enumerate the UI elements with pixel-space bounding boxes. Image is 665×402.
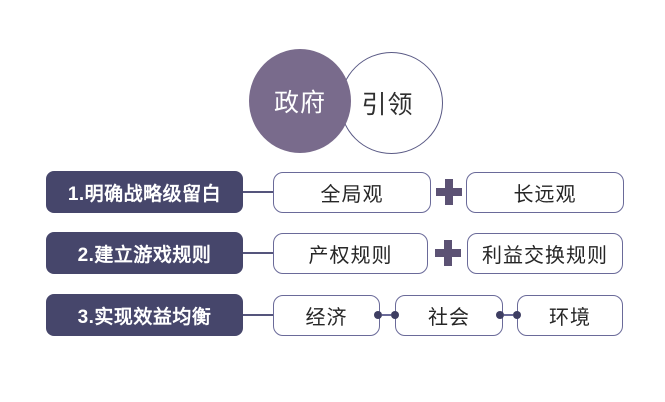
- dot-link-connector: [496, 311, 521, 319]
- dot-icon: [374, 311, 382, 319]
- dot-icon: [496, 311, 504, 319]
- row3-box-2: 社会: [395, 295, 503, 336]
- connector-line: [243, 314, 275, 316]
- plus-icon: [435, 240, 461, 266]
- row2-header: 2.建立游戏规则: [46, 232, 243, 274]
- row3-box-3: 环境: [517, 295, 623, 336]
- dot-link-connector: [374, 311, 399, 319]
- row3-header: 3.实现效益均衡: [46, 294, 243, 336]
- connector-line: [504, 314, 513, 316]
- row2-box-1: 产权规则: [273, 233, 428, 274]
- connector-line: [243, 252, 275, 254]
- venn-lead-label: 引领: [361, 91, 414, 119]
- connector-line: [382, 314, 391, 316]
- row2-box-2: 利益交换规则: [467, 233, 623, 274]
- row3-box-1: 经济: [273, 295, 380, 336]
- row1-header: 1.明确战略级留白: [46, 171, 243, 213]
- connector-line: [243, 191, 275, 193]
- row1-box-2: 长远观: [466, 172, 624, 213]
- venn-government-label: 政府: [273, 89, 326, 117]
- dot-icon: [391, 311, 399, 319]
- dot-icon: [513, 311, 521, 319]
- row1-box-1: 全局观: [273, 172, 431, 213]
- plus-icon: [436, 179, 462, 205]
- venn-circle-government: 政府: [249, 49, 351, 153]
- venn-circle-lead: 引领: [340, 52, 443, 154]
